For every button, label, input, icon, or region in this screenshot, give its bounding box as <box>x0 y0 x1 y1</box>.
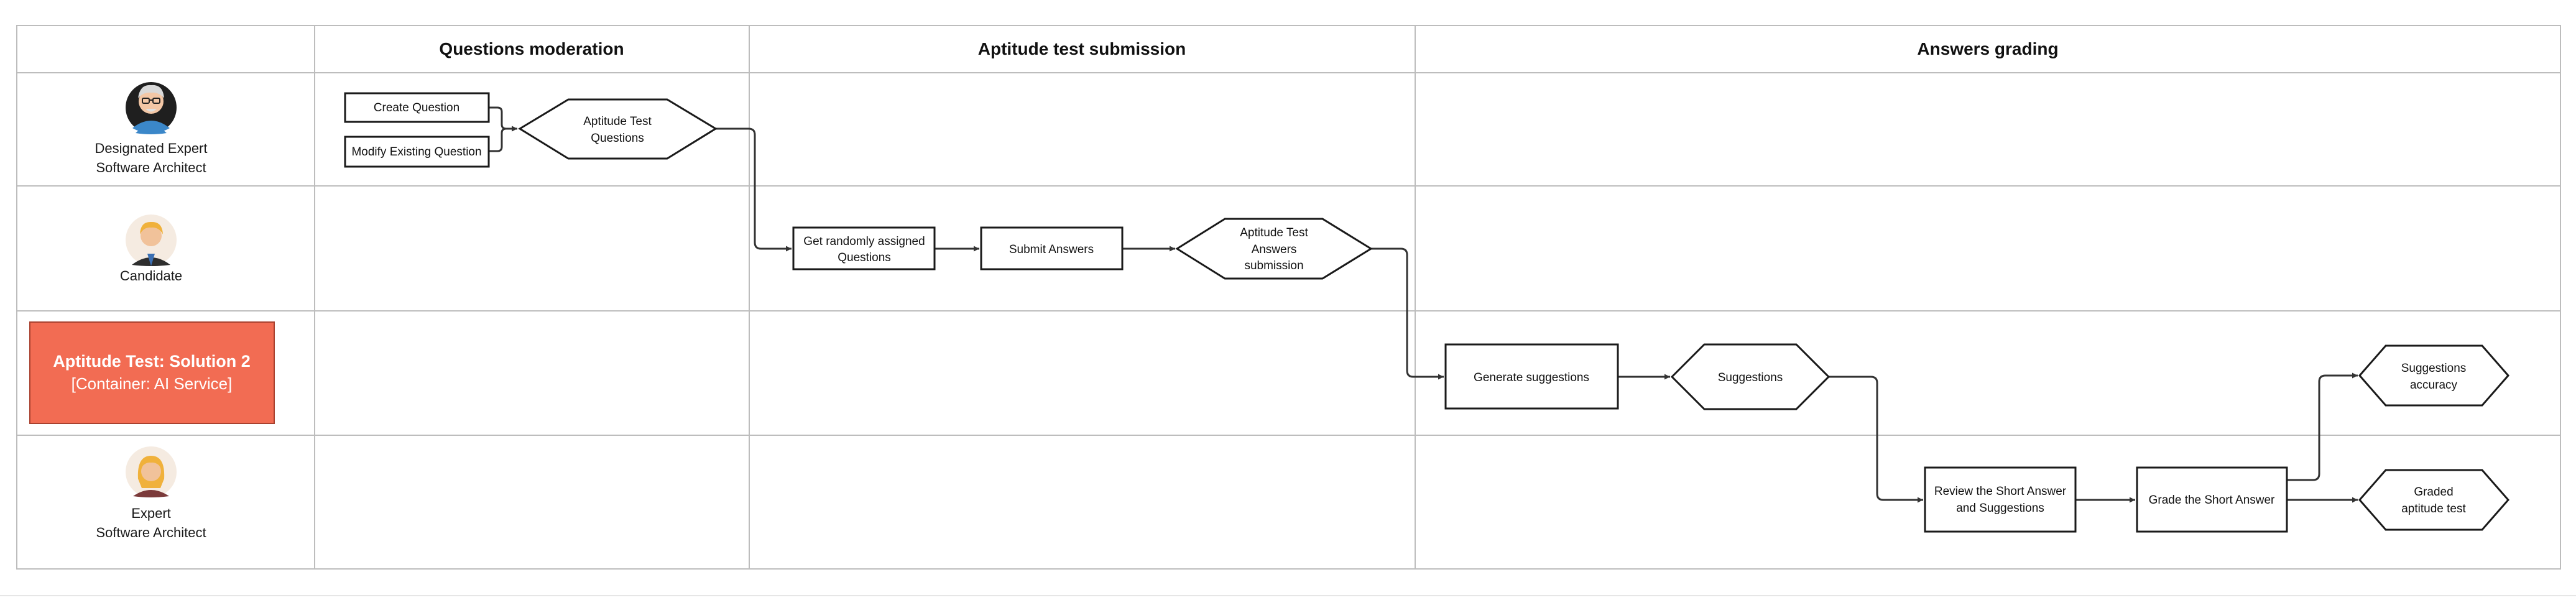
node-label: Answers <box>1252 243 1297 256</box>
node-label: Graded <box>2414 486 2453 499</box>
flow-arrow <box>489 106 517 132</box>
node-label: Create Question <box>374 101 459 114</box>
node-suggestions-accuracy: Suggestions accuracy <box>2358 344 2509 407</box>
node-label: Modify Existing Question <box>351 145 481 159</box>
container-title: Aptitude Test: Solution 2 <box>53 352 250 371</box>
node-label: and Suggestions <box>1956 502 2044 515</box>
node-graded-aptitude-test: Graded aptitude test <box>2358 469 2509 531</box>
node-label: Questions <box>838 251 891 264</box>
flow-arrow <box>1371 247 1444 380</box>
node-create-question: Create Question <box>344 92 490 123</box>
expert-senior-avatar <box>126 82 177 134</box>
lane-expert: Expert Software Architect <box>96 446 206 540</box>
node-generate-suggestions: Generate suggestions <box>1444 343 1619 410</box>
node-label: Aptitude Test <box>583 115 652 128</box>
lane-designated-expert: Designated Expert Software Architect <box>95 82 208 175</box>
node-label: Suggestions <box>2401 362 2467 375</box>
node-submit-answers: Submit Answers <box>980 226 1124 270</box>
node-modify-existing-question: Modify Existing Question <box>344 136 490 168</box>
node-get-randomly-assigned-questions: Get randomly assigned Questions <box>792 226 936 270</box>
node-aptitude-test-answers-submission: Aptitude Test Answers submission <box>1175 218 1373 280</box>
flow-arrow <box>1829 376 1923 503</box>
column-header-questions-moderation: Questions moderation <box>439 39 624 58</box>
node-review-short-answer: Review the Short Answer and Suggestions <box>1924 466 2077 533</box>
node-label: Questions <box>591 132 644 145</box>
lane-label-line: Software Architect <box>96 525 206 540</box>
node-label: Review the Short Answer <box>1934 485 2067 498</box>
node-grade-short-answer: Grade the Short Answer <box>2136 466 2288 533</box>
lane-ai-service-container: Aptitude Test: Solution 2 [Container: AI… <box>29 321 275 424</box>
node-label: aptitude test <box>2401 502 2466 515</box>
flow-arrow <box>716 127 792 252</box>
lane-label-line: Software Architect <box>96 160 206 175</box>
node-label: accuracy <box>2410 379 2458 392</box>
node-suggestions: Suggestions <box>1670 343 1830 410</box>
swimlane-grid <box>16 25 2561 570</box>
node-label: Get randomly assigned <box>803 235 925 248</box>
flow-arrow <box>2287 372 2358 481</box>
node-label: Aptitude Test <box>1240 226 1308 239</box>
flow-arrow <box>489 126 517 152</box>
lane-label-line: Expert <box>131 505 171 521</box>
lane-label-line: Designated Expert <box>95 141 208 156</box>
lane-candidate: Candidate <box>120 215 182 284</box>
node-label: submission <box>1244 259 1303 272</box>
column-header-aptitude-test-submission: Aptitude test submission <box>978 39 1186 58</box>
node-label: Suggestions <box>1718 371 1783 384</box>
node-label: Grade the Short Answer <box>2149 494 2275 507</box>
node-label: Generate suggestions <box>1474 371 1589 384</box>
candidate-avatar <box>126 215 177 266</box>
container-box <box>29 321 275 424</box>
container-subtitle: [Container: AI Service] <box>72 374 233 393</box>
flow-edges <box>489 106 2358 503</box>
lane-label-line: Candidate <box>120 268 182 284</box>
column-header-answers-grading: Answers grading <box>1917 39 2058 58</box>
node-label: Submit Answers <box>1009 243 1094 256</box>
expert-avatar <box>126 446 177 497</box>
node-aptitude-test-questions: Aptitude Test Questions <box>518 98 718 160</box>
